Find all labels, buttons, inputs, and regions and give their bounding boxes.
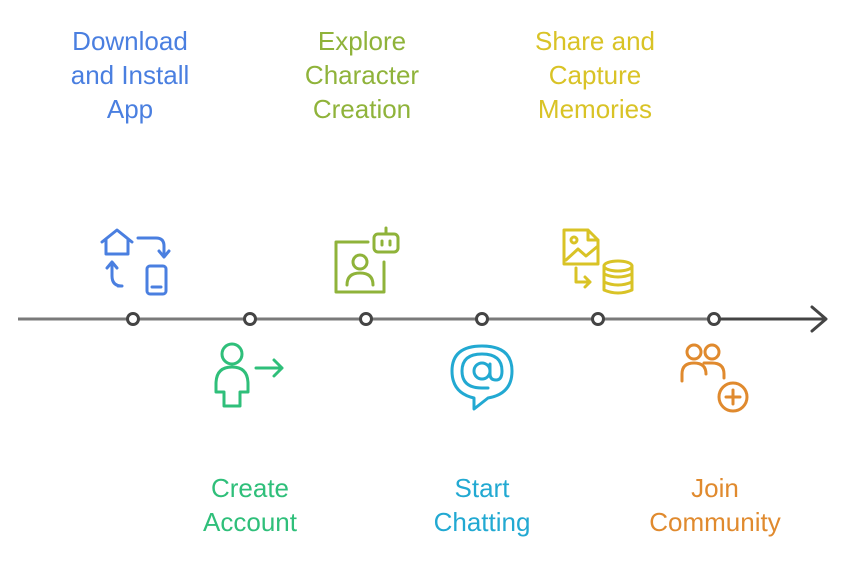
image-storage-icon [562,228,634,295]
home-sync-device-icon [100,228,171,296]
step-label-explore-character: Explore Character Creation [304,26,420,124]
step-label-create-account: Create Account [203,473,297,537]
timeline-node-6 [707,312,721,326]
timeline-node-4 [475,312,489,326]
user-arrow-icon [214,342,284,408]
step-label-join-community: Join Community [649,473,781,537]
timeline-node-1 [126,312,140,326]
step-label-share-capture: Share and Capture Memories [535,26,655,124]
step-label-download-install: Download and Install App [70,26,190,124]
users-add-icon [680,343,749,413]
at-chat-bubble-icon [450,344,514,411]
timeline-node-5 [591,312,605,326]
timeline-node-2 [243,312,257,326]
step-label-start-chatting: Start Chatting [433,473,531,537]
timeline-node-3 [359,312,373,326]
portrait-robot-icon [334,226,400,294]
timeline-arrowhead-icon [810,305,828,333]
